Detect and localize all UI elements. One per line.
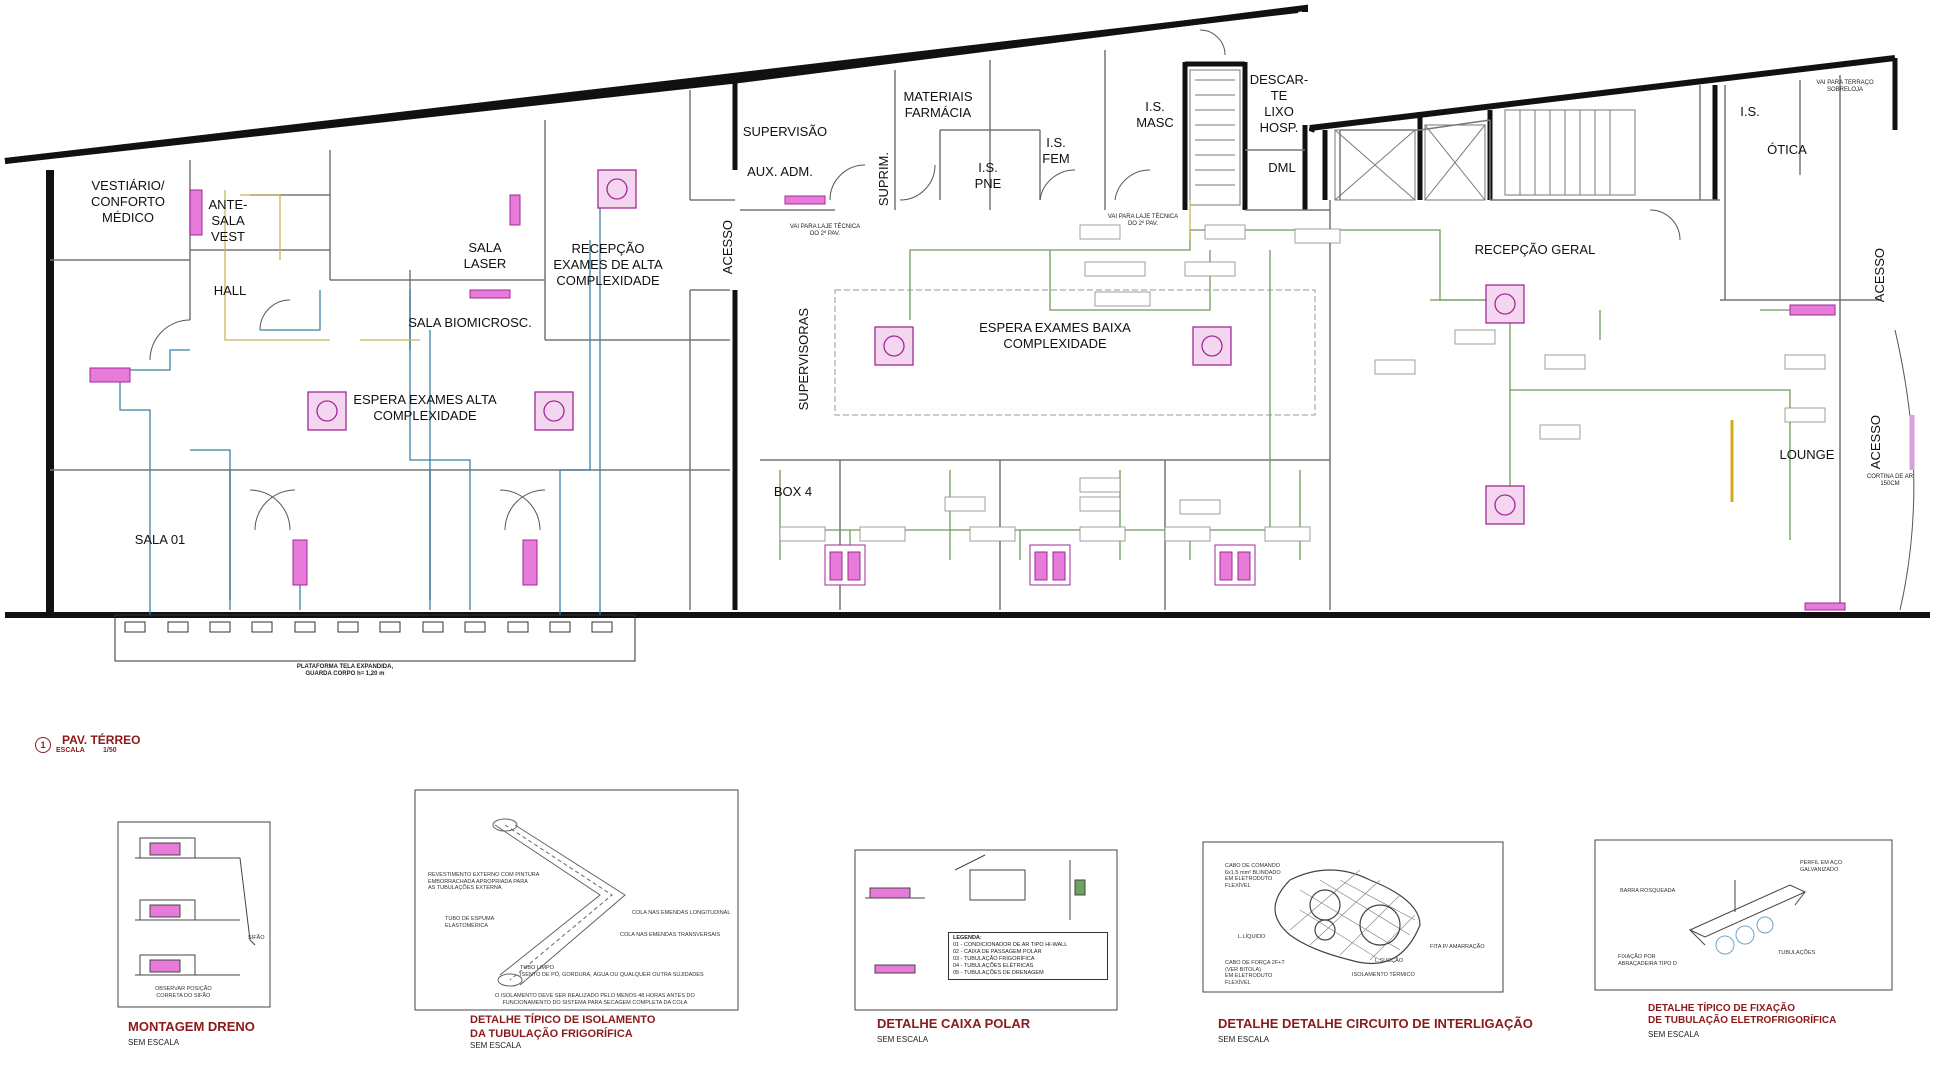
dreno-sketch — [135, 837, 256, 976]
room-is-right: I.S. — [1740, 104, 1760, 119]
detail-title-fixacao: DETALHE TÍPICO DE FIXAÇÃO DE TUBULAÇÃO E… — [1648, 1003, 1837, 1026]
iso-text-4: COLA NAS EMENDAS TRANSVERSAIS — [620, 932, 721, 938]
legend-item: 02 - CAIXA DE PASSAGEM POLAR — [953, 949, 1042, 955]
room-suprim: SUPRIM. — [876, 152, 891, 207]
iso-note: O ISOLAMENTO DEVE SER REALIZADO PELO MEN… — [495, 993, 695, 1006]
circ-text-5: L.SUCÇÃO — [1375, 958, 1404, 964]
circ-text-4: CABO DE FORÇA 2F+T (VER BITOLA) EM ELETR… — [1225, 960, 1285, 986]
room-materiais-farmacia: MATERIAIS FARMÁCIA — [903, 89, 973, 120]
detail-title-caixa-polar: DETALHE CAIXA POLAR — [877, 1016, 1031, 1031]
pipe-spec-tags — [779, 224, 1826, 542]
room-recepcao-exames-alta: RECEPÇÃO EXAMES DE ALTA COMPLEXIDADE — [553, 241, 663, 288]
drawing-number: 1 — [35, 737, 51, 753]
room-is-pne: I.S. PNE — [974, 160, 1002, 191]
legend-item: 04 - TUBULAÇÕES ELÉTRICAS — [953, 963, 1034, 969]
legend-item: 03 - TUBULAÇÃO FRIGORÍFICA — [953, 956, 1035, 962]
iso-text-3: TUBO DE ESPUMA ELASTOMÉRICA — [445, 916, 495, 929]
condensing-units — [824, 544, 1256, 586]
detail-subtitle-fixacao: SEM ESCALA — [1648, 1030, 1700, 1039]
detail-title-circuito: DETALHE DETALHE CIRCUITO DE INTERLIGAÇÃO — [1218, 1016, 1533, 1031]
cassette-units — [307, 169, 1525, 525]
room-sala-01: SALA 01 — [134, 532, 186, 547]
legend-box: LEGENDA: 01 - CONDICIONADOR DE AR TIPO H… — [948, 932, 1108, 980]
exterior-platform — [114, 614, 636, 662]
legend-item: 05 - TUBULAÇÕES DE DRENAGEM — [953, 970, 1044, 976]
detail-frames — [117, 789, 1893, 1011]
room-acesso-left: ACESSO — [720, 220, 735, 275]
stairs — [1189, 69, 1636, 206]
room-recepcao-geral: RECEPÇÃO GERAL — [1474, 242, 1596, 257]
circ-text-6: ISOLAMENTO TÉRMICO — [1352, 972, 1415, 978]
condensate-piping — [224, 190, 1191, 341]
note-laje-tecnica-left: VAI PARA LAJE TÉCNICA DO 2º PAV. — [789, 224, 861, 237]
refrigerant-piping — [779, 229, 1810, 560]
legend-item: 01 - CONDICIONADOR DE AR TIPO HI-WALL — [953, 942, 1068, 948]
note-laje-tecnica-right: VAI PARA LAJE TÉCNICA DO 2º PAV. — [1107, 214, 1179, 227]
detail-subtitle-isolamento: SEM ESCALA — [470, 1041, 522, 1050]
room-sala-biomicrosc: SALA BIOMICROSC. — [408, 315, 532, 330]
room-lounge: LOUNGE — [1779, 447, 1835, 462]
fixacao-sketch — [1688, 880, 1807, 955]
door-swings — [149, 29, 1915, 611]
circ-text-3: FITA P/ AMARRAÇÃO — [1430, 944, 1485, 950]
iso-text-5: TUBO LIMPO ISENTO DE PÓ, GORDURA, ÁGUA O… — [520, 965, 704, 978]
room-aux-adm: AUX. ADM. — [747, 164, 813, 179]
room-vestiario: VESTIÁRIO/ CONFORTO MÉDICO — [91, 178, 165, 225]
fix-text-4: TUBULAÇÕES — [1778, 950, 1816, 956]
drawing-title: PAV. TÉRREO — [62, 733, 141, 747]
room-ante-sala: ANTE- SALA VEST — [208, 197, 248, 244]
isolamento-sketch — [492, 818, 626, 987]
room-box-4: BOX 4 — [773, 484, 813, 499]
note-cortina: CORTINA DE AR 150CM — [1866, 474, 1914, 487]
detail-title-dreno: MONTAGEM DRENO — [128, 1019, 255, 1034]
espera-baixa-ceiling-outline — [834, 289, 1316, 416]
room-espera-alta: ESPERA EXAMES ALTA COMPLEXIDADE — [353, 392, 497, 423]
fix-text-3: FIXAÇÃO POR ABRAÇADEIRA TIPO D — [1618, 954, 1677, 967]
fix-text-2: BARRA ROSQUEADA — [1620, 888, 1676, 894]
fix-text-1: PERFIL EM AÇO GALVANIZADO — [1800, 860, 1842, 873]
room-supervisoras: SUPERVISORAS — [796, 308, 811, 411]
hi-wall-units — [89, 189, 1846, 611]
note-plataforma: PLATAFORMA TELA EXPANDIDA, GUARDA CORPO … — [296, 664, 394, 677]
room-otica: ÓTICA — [1767, 142, 1807, 157]
dreno-observation: OBSERVAR POSIÇÃO CORRETA DO SIFÃO — [155, 986, 212, 999]
circuito-sketch — [1274, 869, 1421, 964]
room-supervisao: SUPERVISÃO — [742, 124, 828, 139]
drawing-scale-value: 1/50 — [103, 747, 117, 754]
room-dml: DML — [1268, 160, 1296, 175]
detail-title-isolamento: DETALHE TÍPICO DE ISOLAMENTO DA TUBULAÇÃ… — [470, 1014, 656, 1040]
detail-subtitle-caixa-polar: SEM ESCALA — [877, 1035, 929, 1044]
room-acesso-right-bottom: ACESSO — [1868, 415, 1883, 470]
room-is-masc: I.S. MASC — [1136, 99, 1174, 130]
drawing-scale-label: ESCALA — [56, 747, 85, 754]
iso-text-1: REVESTIMENTO EXTERNO COM PINTURA EMBORRA… — [428, 872, 540, 891]
caixa-polar-sketch — [865, 854, 1086, 974]
room-acesso-right-top: ACESSO — [1872, 248, 1887, 303]
circ-text-2: L.LÍQUIDO — [1238, 934, 1266, 940]
circ-text-1: CABO DE COMANDO 6x1.5 mm² BLINDADO EM EL… — [1225, 863, 1281, 889]
detail-subtitle-dreno: SEM ESCALA — [128, 1038, 180, 1047]
note-terraco: VAI PARA TERRAÇO SOBRELOJA — [1816, 80, 1874, 93]
blue-piping — [119, 200, 601, 615]
room-descarte: DESCAR- TE LIXO HOSP. — [1249, 72, 1309, 135]
detail-subtitle-circuito: SEM ESCALA — [1218, 1035, 1270, 1044]
room-sala-laser: SALA LASER — [463, 240, 507, 271]
dreno-sifao-label: SIFÃO — [248, 935, 265, 941]
iso-text-2: COLA NAS EMENDAS LONGITUDINAL — [632, 910, 731, 916]
room-is-fem: I.S. FEM — [1042, 135, 1070, 166]
legend-title: LEGENDA: — [953, 935, 982, 941]
room-espera-baixa: ESPERA EXAMES BAIXA COMPLEXIDADE — [979, 320, 1131, 351]
interior-partitions — [50, 50, 1880, 610]
room-hall: HALL — [213, 283, 247, 298]
